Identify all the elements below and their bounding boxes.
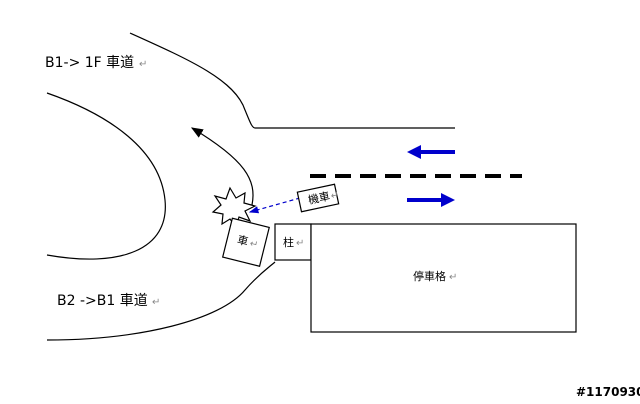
svg-text:↵: ↵ [449, 272, 457, 283]
ramp-lower-wall [46, 261, 276, 341]
ramp-island-wall [46, 92, 166, 260]
car-label: 車 [236, 232, 250, 248]
parking-label: 停車格 [413, 269, 446, 283]
ramp-upper-wall [129, 32, 455, 129]
blue-arrow-right-icon [407, 193, 455, 207]
scooter-label: 機車 [307, 189, 331, 207]
svg-text:↵: ↵ [330, 190, 340, 203]
svg-text:↵: ↵ [139, 59, 147, 70]
blue-arrow-left-icon [407, 145, 455, 159]
scooter-path-line [248, 197, 301, 214]
scooter-box: 機車 ↵ [296, 183, 340, 213]
pillar-box [274, 223, 312, 261]
svg-text:↵: ↵ [152, 297, 160, 308]
parking-space-box [310, 223, 577, 333]
ramp-b2-b1-label: B2 ->B1 車道 [57, 292, 148, 309]
pillar-label: 柱 [283, 235, 294, 249]
watermark-text: #1170930 [576, 385, 640, 399]
car-trajectory-arrow [190, 127, 254, 206]
car-box: 車 ↵ [221, 217, 270, 267]
ramp-b1-1f-label: B1-> 1F 車道 [45, 54, 134, 71]
svg-text:↵: ↵ [296, 238, 304, 249]
svg-text:↵: ↵ [248, 238, 259, 251]
